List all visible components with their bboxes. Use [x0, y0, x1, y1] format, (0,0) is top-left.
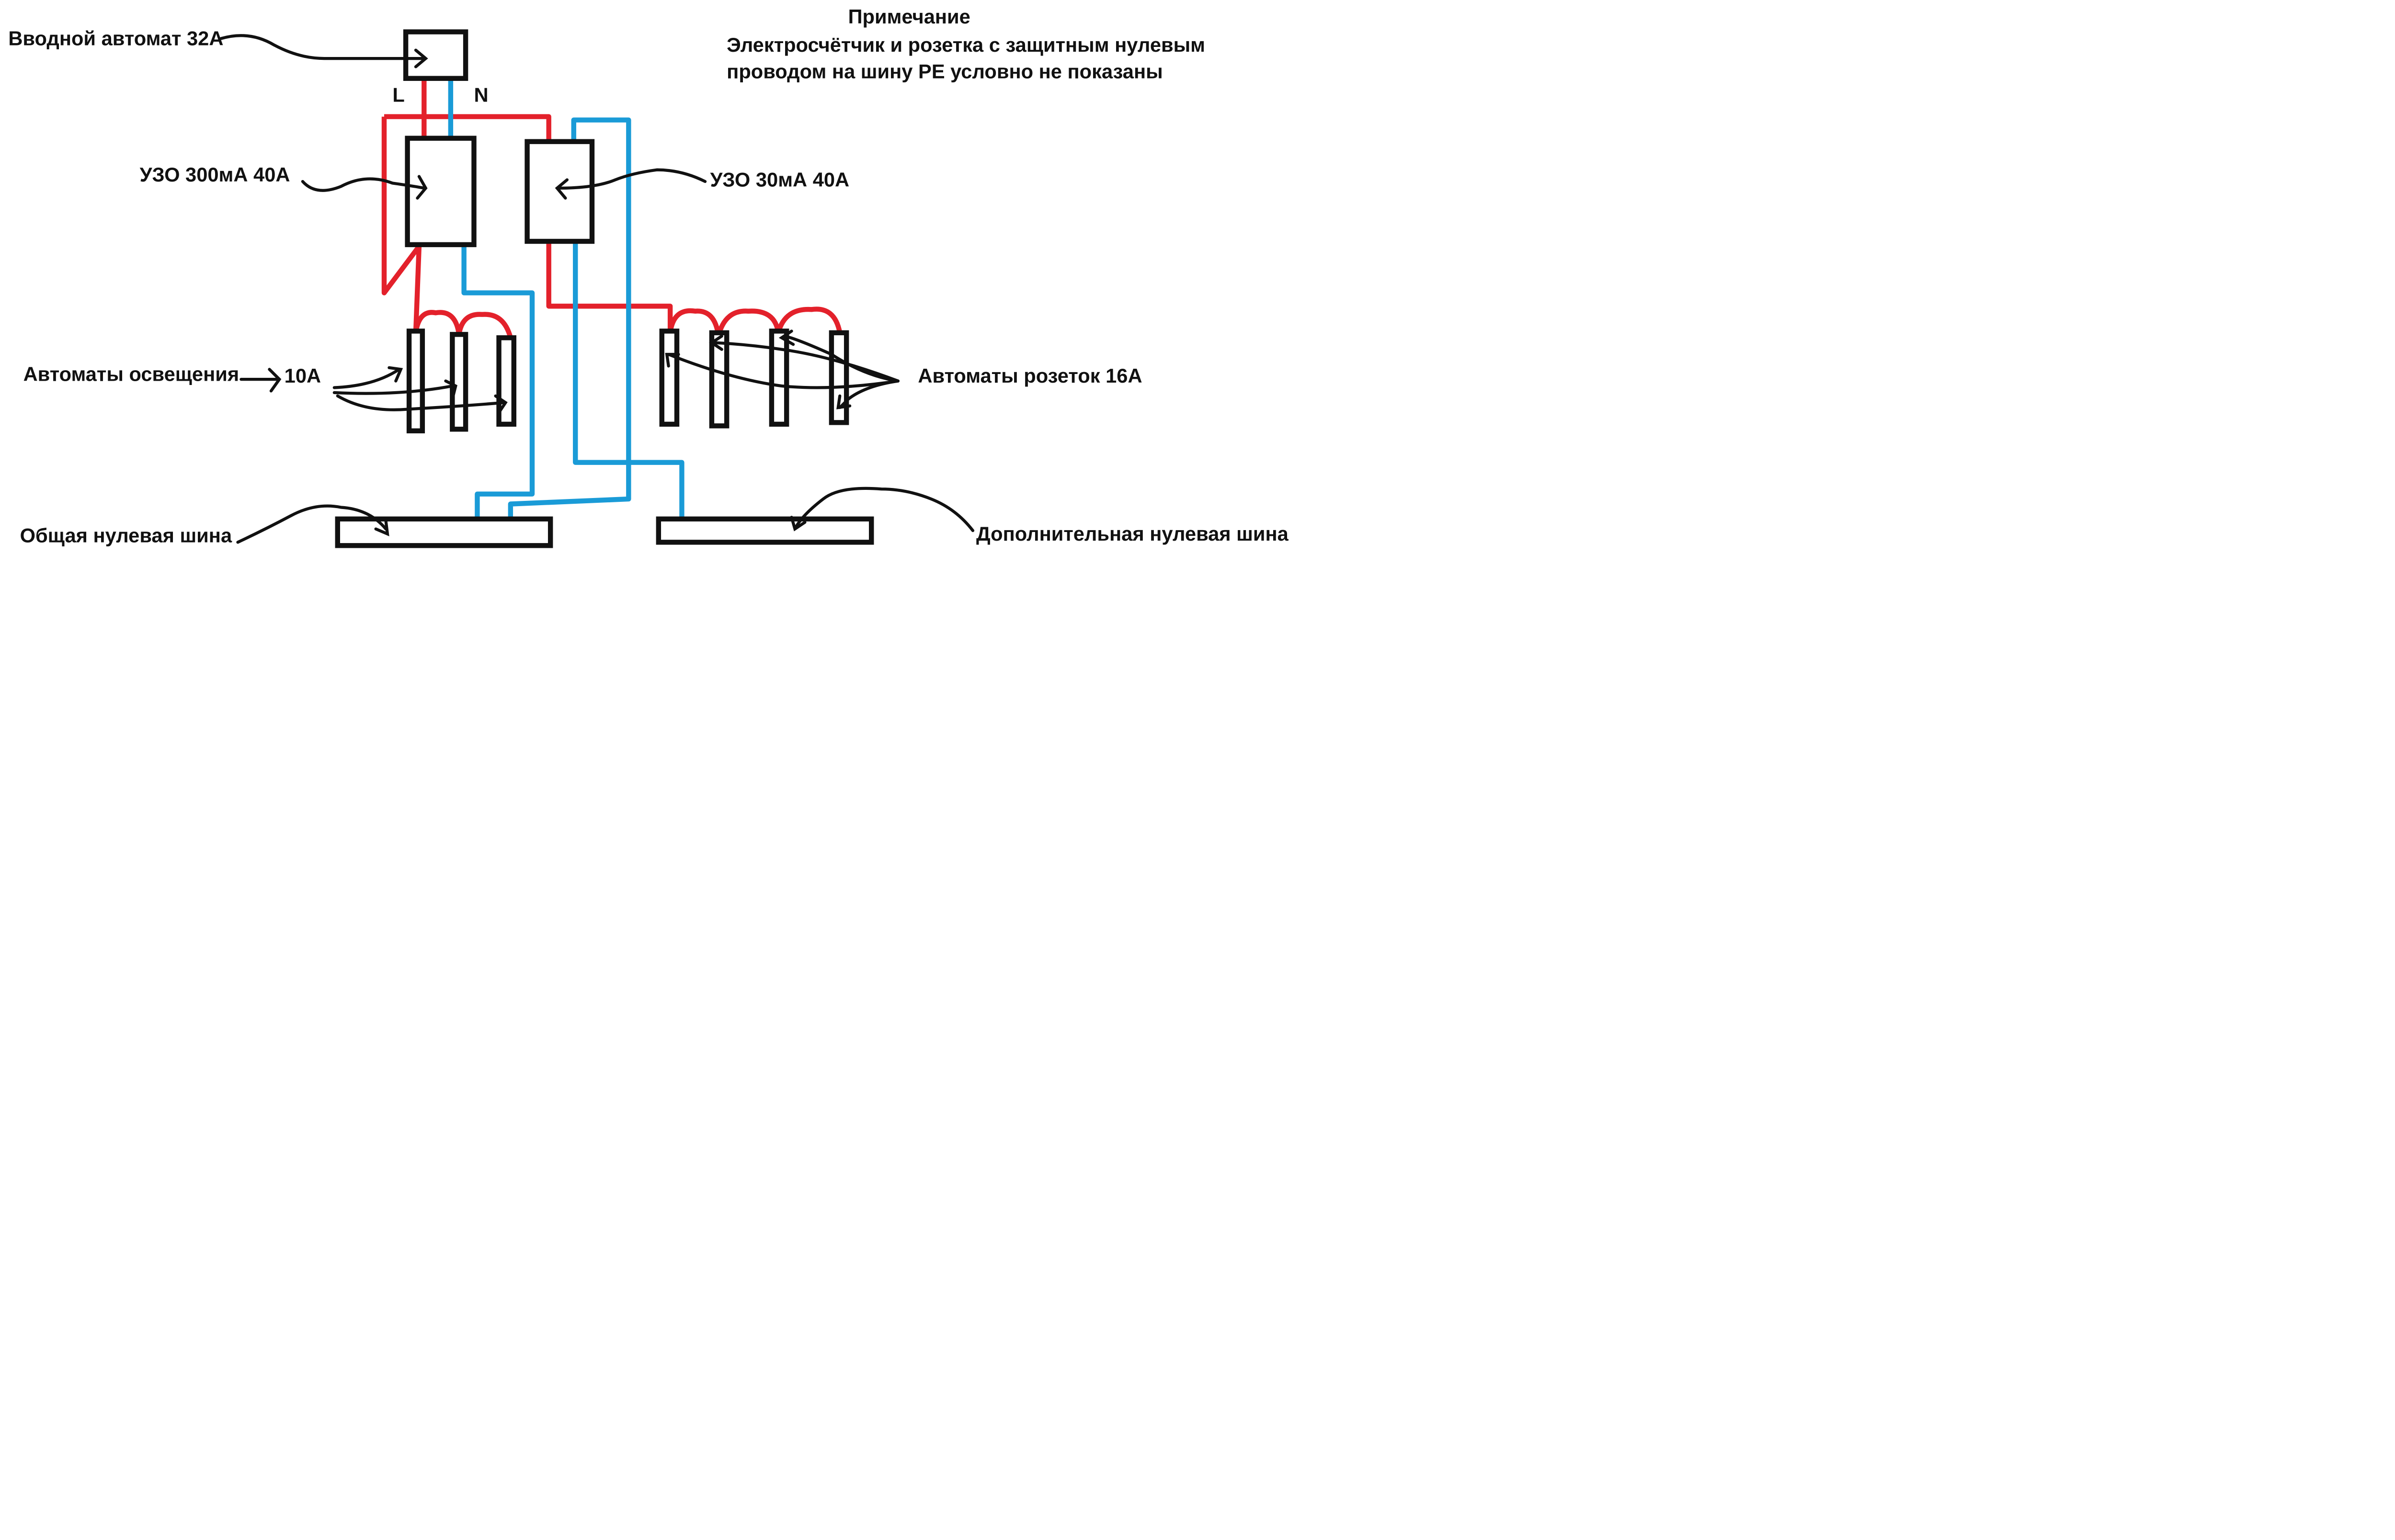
rcd1-label: УЗО 300мА 40А — [140, 163, 290, 186]
lighting-breakers-label: Автоматы освещения — [23, 363, 240, 385]
common-bus-label: Общая нулевая шина — [20, 524, 232, 546]
phase-label: L — [392, 83, 404, 106]
neutral-label: N — [474, 83, 488, 106]
note-line-1: Электросчётчик и розетка с защитным нуле… — [727, 34, 1205, 56]
common-neutral-bus — [335, 516, 553, 548]
extra-neutral-bus — [656, 516, 874, 545]
socket-breakers-label: Автоматы розеток 16А — [918, 364, 1142, 387]
extra-bus-label: Дополнительная нулевая шина — [976, 522, 1289, 545]
pointer-arrows — [219, 34, 975, 544]
neutral-wires — [448, 78, 684, 521]
rcd-300ma — [405, 136, 477, 248]
lighting-rating-label: 10А — [285, 364, 321, 387]
input-breaker — [403, 29, 468, 81]
phase-wires — [381, 78, 843, 339]
note-line-2: проводом на шину PE условно не показаны — [727, 60, 1163, 83]
rcd2-label: УЗО 30мА 40А — [710, 168, 849, 191]
lighting-breakers — [406, 328, 516, 433]
input-breaker-label: Вводной автомат 32А — [8, 27, 223, 49]
note-title: Примечание — [848, 5, 970, 28]
